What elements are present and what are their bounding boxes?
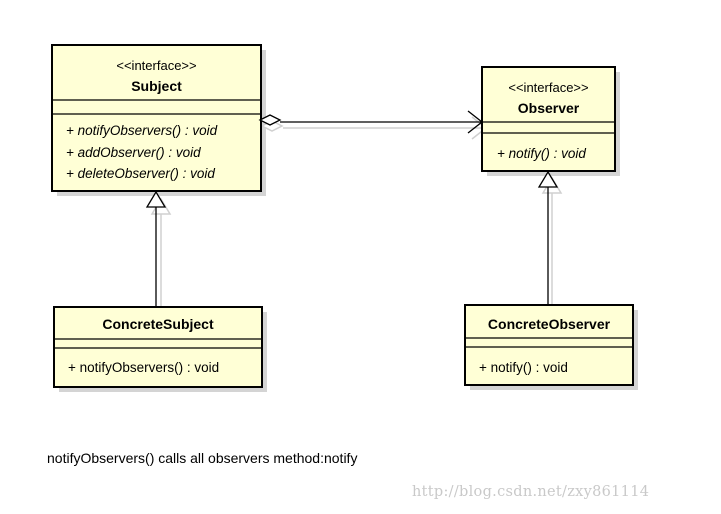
observer-operation: + notify() : void (497, 146, 586, 161)
class-subject[interactable]: <<interface>> Subject + notifyObservers(… (51, 44, 262, 192)
class-concrete-observer[interactable]: ConcreteObserver + notify() : void (464, 304, 634, 386)
navigation-arrowhead (467, 110, 484, 134)
observer-stereotype: <<interface>> (508, 80, 588, 95)
subject-operation: + addObserver() : void (66, 145, 201, 160)
concrete-subject-operation: + notifyObservers() : void (68, 360, 219, 375)
aggregation-subject-observer[interactable] (258, 110, 484, 134)
realization-arrowhead (145, 190, 167, 208)
subject-stereotype: <<interface>> (116, 58, 196, 73)
subject-name: Subject (131, 78, 182, 94)
concrete-subject-name: ConcreteSubject (102, 316, 214, 332)
concrete-observer-name: ConcreteObserver (488, 316, 611, 332)
subject-operation: + deleteObserver() : void (66, 166, 215, 181)
realization-concrete-subject[interactable] (145, 190, 167, 307)
class-observer[interactable]: <<interface>> Observer + notify() : void (481, 66, 616, 172)
diagram-note: notifyObservers() calls all observers me… (47, 450, 358, 466)
aggregation-diamond (258, 114, 282, 126)
realization-arrowhead (537, 170, 559, 188)
class-concrete-subject[interactable]: ConcreteSubject + notifyObservers() : vo… (53, 306, 263, 388)
realization-concrete-observer[interactable] (537, 170, 559, 305)
observer-name: Observer (518, 100, 580, 116)
concrete-observer-operation: + notify() : void (479, 360, 568, 375)
watermark: http://blog.csdn.net/zxy861114 (412, 484, 650, 500)
subject-operation: + notifyObservers() : void (66, 123, 218, 138)
